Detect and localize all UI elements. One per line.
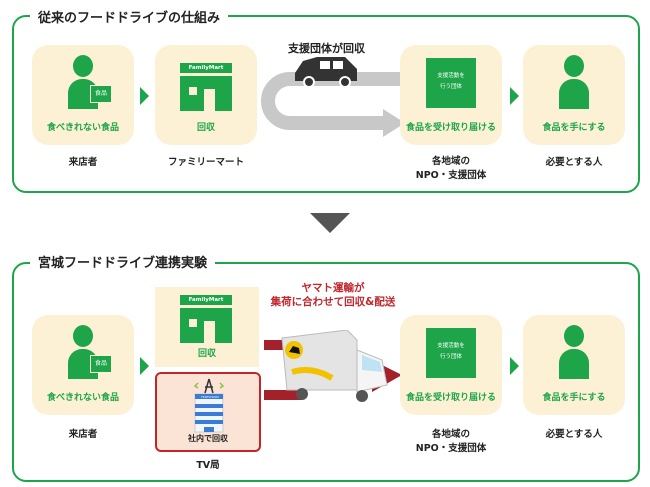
card-familymart: FamilyMart 回収 xyxy=(155,287,259,367)
card-text: 食べきれない食品 xyxy=(46,123,119,133)
card-familymart: FamilyMart 回収 xyxy=(155,45,257,145)
card-customer: 食品 食べきれない食品 xyxy=(32,45,134,145)
person-icon xyxy=(559,55,589,109)
card-recipient: 食品を手にする xyxy=(523,315,625,415)
card-text: 回収 xyxy=(196,123,215,133)
card-text: 食品を手にする xyxy=(542,393,606,403)
arrow-right-icon xyxy=(510,357,519,375)
tv-station-building-icon xyxy=(193,378,225,433)
card-label: NPO・支援団体 xyxy=(415,170,487,181)
card-npo: 支援活動を行う団体 食品を受け取り届ける xyxy=(400,45,502,145)
card-npo: 支援活動を行う団体 食品を受け取り届ける xyxy=(400,315,502,415)
arrow-right-icon xyxy=(510,87,519,105)
card-label: NPO・支援団体 xyxy=(415,443,487,454)
card-text: 回収 xyxy=(197,349,216,359)
pickup-route-arrow xyxy=(261,57,405,137)
card-label: 必要とする人 xyxy=(545,157,603,168)
yamato-delivery-truck xyxy=(264,330,402,402)
card-label: 各地域の xyxy=(431,429,470,440)
section-title: 従来のフードドライブの仕組み xyxy=(30,7,229,26)
card-tv-station: TELEVISION 社内で回収 xyxy=(155,372,261,452)
npo-box: 支援活動を行う団体 xyxy=(426,328,476,378)
card-customer: 食品 食べきれない食品 xyxy=(32,315,134,415)
card-label: ファミリーマート xyxy=(167,157,244,168)
card-text: 食品を受け取り届ける xyxy=(405,123,496,133)
down-arrow-icon xyxy=(310,213,350,233)
card-text: 食品を受け取り届ける xyxy=(405,393,496,403)
arrow-right-icon xyxy=(140,87,149,105)
transport-label: ヤマト運輸が集荷に合わせて回収&配送 xyxy=(270,282,396,308)
npo-box: 支援活動を行う団体 xyxy=(426,58,476,108)
person-icon xyxy=(559,325,589,379)
food-badge: 食品 xyxy=(90,355,112,373)
card-text: 社内で回収 xyxy=(188,434,228,443)
card-text: 食品を手にする xyxy=(542,123,606,133)
card-label: 各地域の xyxy=(431,156,470,167)
familymart-store-icon: FamilyMart xyxy=(180,295,232,343)
section-miyagi-panel xyxy=(12,262,640,482)
arrow-right-icon xyxy=(140,357,149,375)
tv-sign: TELEVISION xyxy=(201,395,219,399)
familymart-store-icon: FamilyMart xyxy=(180,63,232,111)
card-label: 必要とする人 xyxy=(545,429,603,440)
card-text: 食べきれない食品 xyxy=(46,393,119,403)
transport-label: 支援団体が回収 xyxy=(288,42,365,55)
card-recipient: 食品を手にする xyxy=(523,45,625,145)
card-label: 来店者 xyxy=(68,429,98,440)
section-traditional-panel xyxy=(12,15,640,193)
car-icon xyxy=(295,57,357,88)
card-label: TV局 xyxy=(196,460,220,471)
section-title: 宮城フードドライブ連携実験 xyxy=(30,252,216,271)
food-badge: 食品 xyxy=(90,85,112,103)
card-label: 来店者 xyxy=(68,157,98,168)
